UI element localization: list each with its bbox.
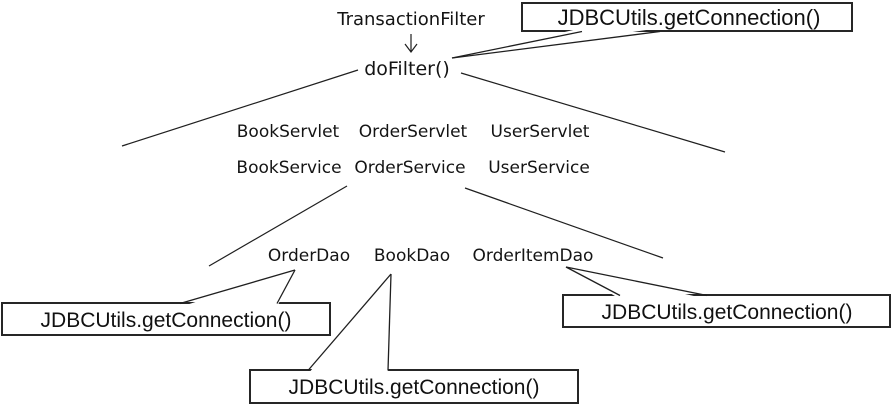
book-service-label: BookService — [236, 158, 341, 178]
jdbc-callout-box-top — [521, 2, 853, 32]
service-left-branch-line — [208, 185, 348, 267]
jdbc-callout-box-bottom — [249, 369, 579, 404]
user-servlet-label: UserServlet — [491, 122, 590, 142]
order-item-dao-label: OrderItemDao — [473, 246, 594, 266]
dofilter-label: doFilter() — [364, 58, 450, 80]
jdbc-callout-box-left — [1, 302, 331, 336]
callout-pointer-left — [179, 269, 296, 307]
jdbc-callout-text-right: JDBCUtils.getConnection() — [602, 301, 853, 324]
jdbc-callout-text-bottom: JDBCUtils.getConnection() — [289, 376, 540, 399]
book-dao-label: BookDao — [374, 246, 450, 266]
dofilter-right-branch-line — [460, 72, 726, 153]
callout-pointer-bottom — [307, 273, 392, 374]
jdbc-callout-box-right — [562, 294, 891, 328]
callout-pointer-top — [451, 28, 661, 59]
order-servlet-label: OrderServlet — [359, 122, 468, 142]
down-arrow-icon — [404, 34, 418, 53]
jdbc-callout-text-top: JDBCUtils.getConnection() — [558, 5, 821, 30]
jdbc-callout-text-left: JDBCUtils.getConnection() — [41, 309, 292, 332]
transaction-filter-label: TransactionFilter — [336, 9, 485, 30]
order-service-label: OrderService — [354, 158, 465, 178]
dofilter-left-branch-line — [121, 69, 359, 147]
order-dao-label: OrderDao — [268, 246, 350, 266]
service-right-branch-line — [464, 187, 664, 259]
callout-pointer-right — [565, 266, 708, 299]
user-service-label: UserService — [488, 158, 590, 178]
book-servlet-label: BookServlet — [237, 122, 340, 142]
